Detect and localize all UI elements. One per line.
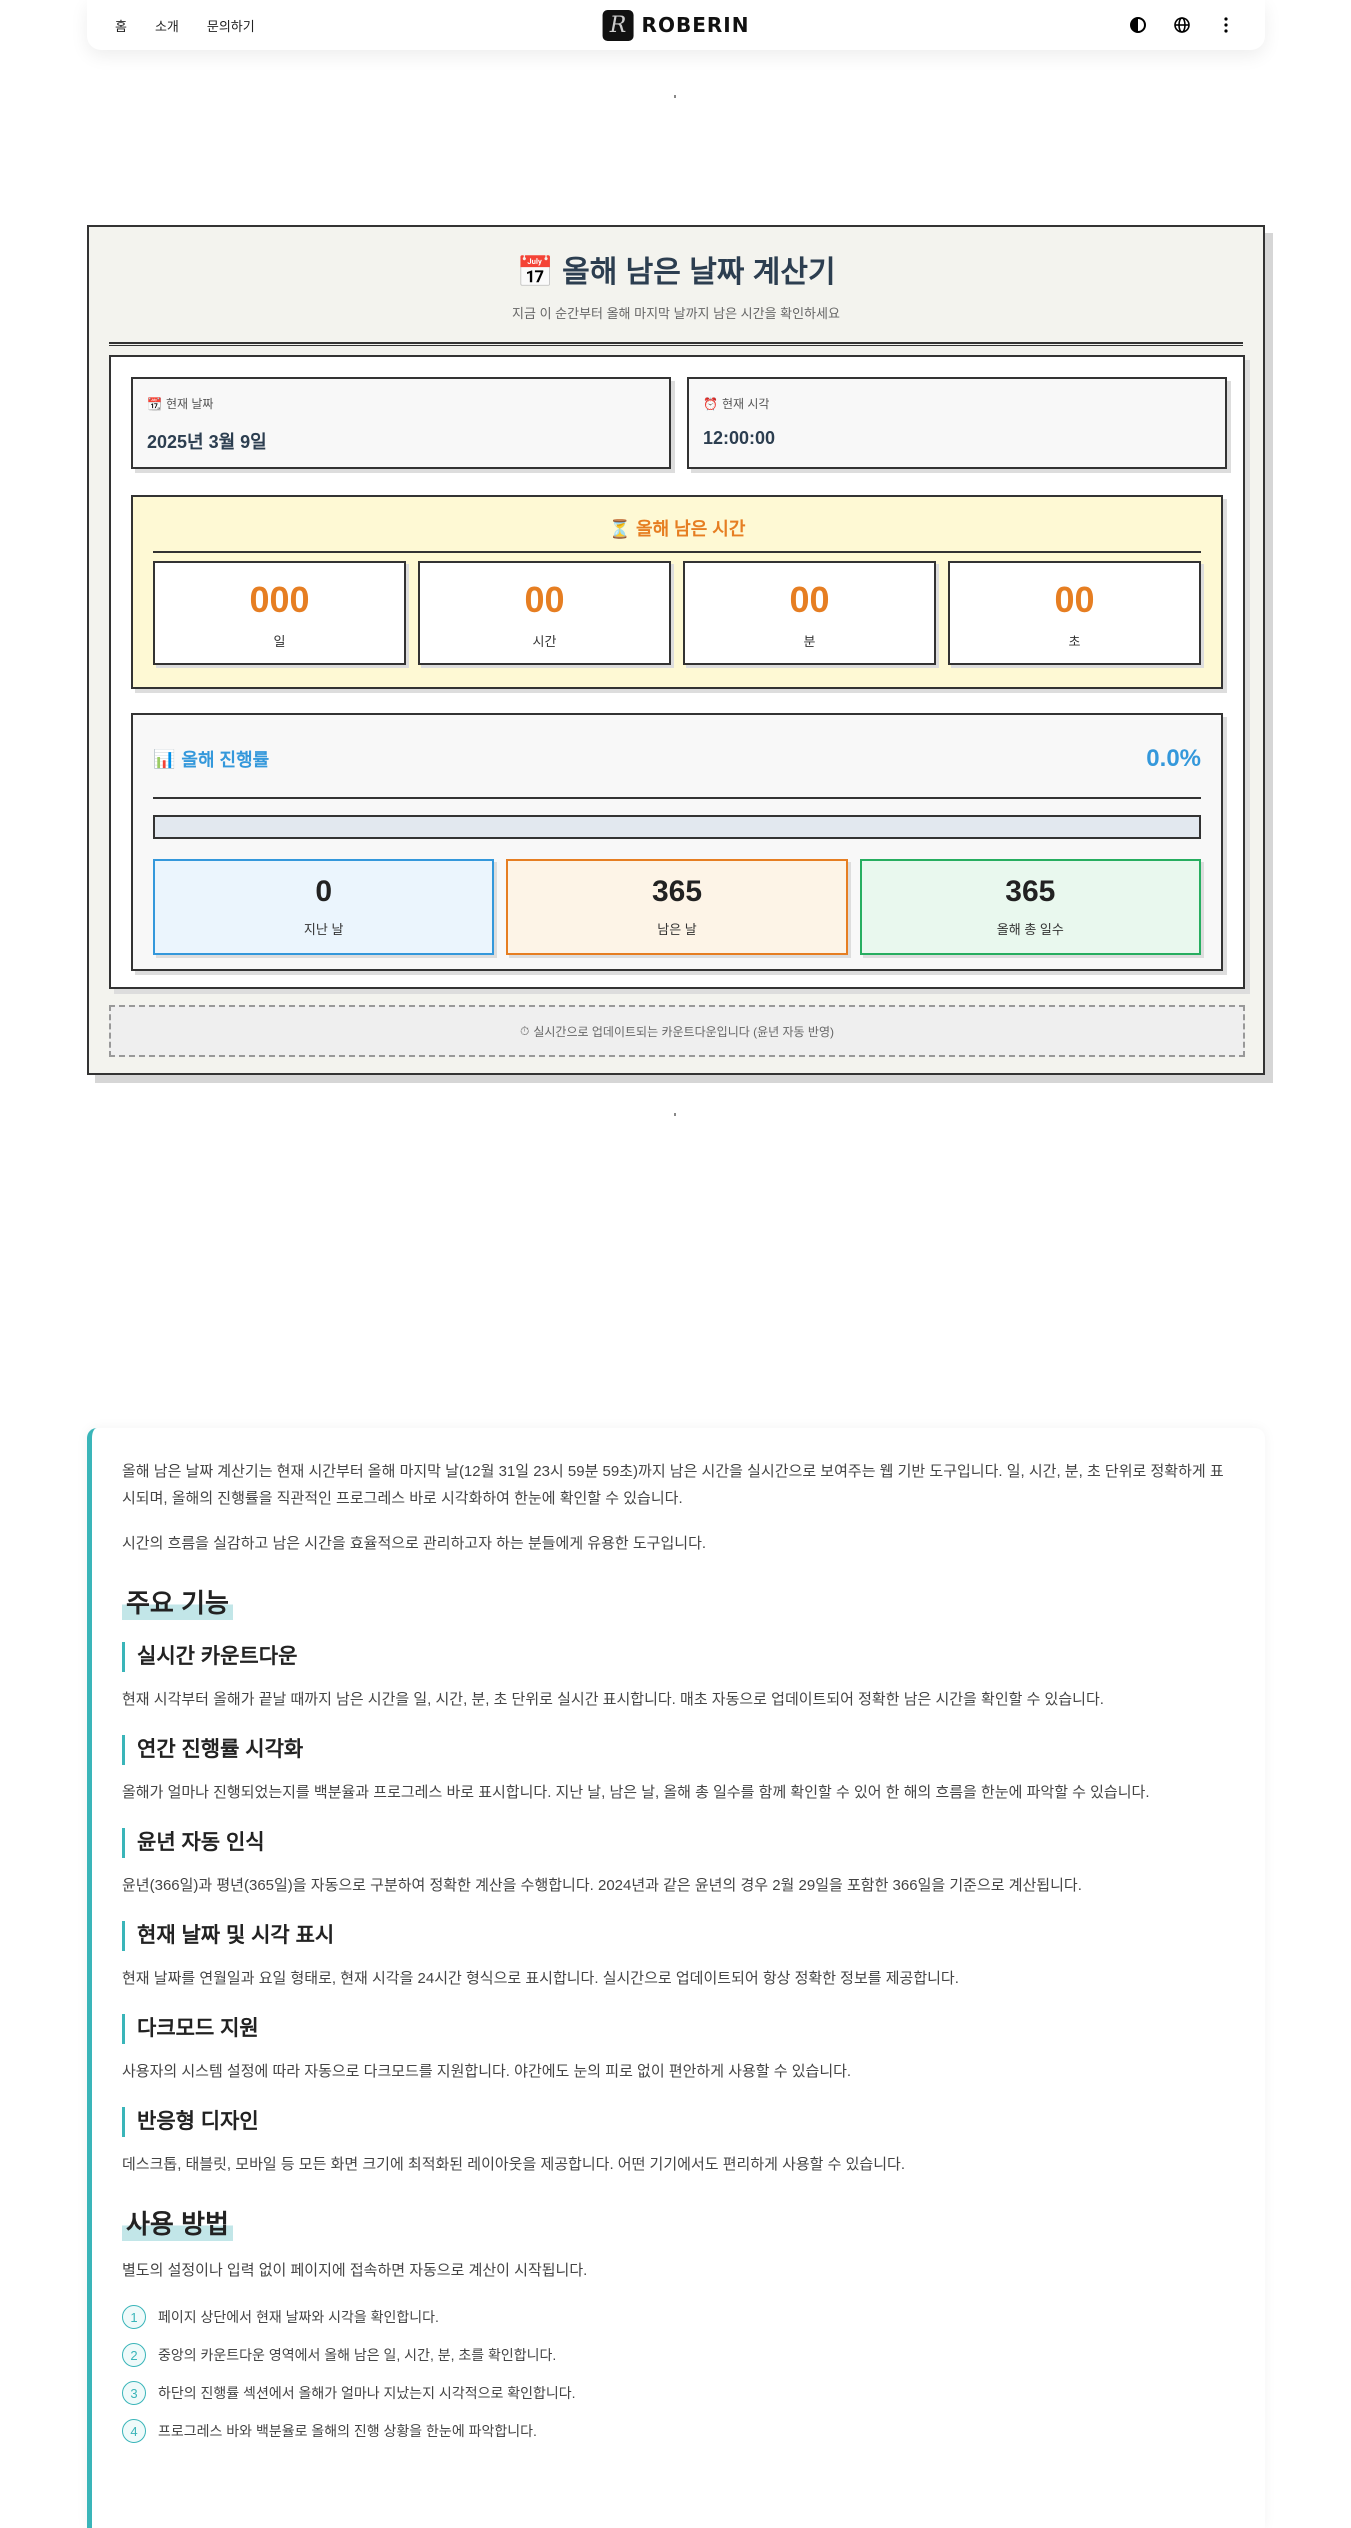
feature-body: 올해가 얼마나 진행되었는지를 백분율과 프로그레스 바로 표시합니다. 지난 … [122,1784,1150,1801]
divider [153,797,1201,799]
calculator-card: 📅 올해 남은 날짜 계산기 지금 이 순간부터 올해 마지막 날까지 남은 시… [87,225,1265,1075]
main-nav: 홈 소개 문의하기 [115,16,255,35]
current-time-value: 12:00:00 [703,428,776,448]
calculator-title: 📅 올해 남은 날짜 계산기 [516,256,836,289]
feature-body: 사용자의 시스템 설정에 따라 자동으로 다크모드를 지원합니다. 야간에도 눈… [122,2063,852,2080]
calculator-panel: 📆 현재 날짜 2025년 3월 9일 ⏰ 현재 시각 12:00:00 ⏳ 올… [109,355,1245,989]
description-article: 올해 남은 날짜 계산기는 현재 시간부터 올해 마지막 날(12월 31일 2… [87,1428,1265,2528]
current-time-box: ⏰ 현재 시각 12:00:00 [687,377,1227,469]
header-actions [1127,14,1237,36]
date-icon: 📆 [147,396,162,411]
progress-percent: 0.0% [1146,745,1201,772]
more-vertical-icon[interactable] [1215,14,1237,36]
stat-days-passed: 0 지난 날 [153,859,495,955]
alarm-clock-icon: ⏰ [703,396,718,411]
remaining-time-section: ⏳ 올해 남은 시간 000 일 00 시간 00 분 00 [131,495,1223,689]
progress-title: 📊 올해 진행률 [153,748,270,771]
theme-toggle-icon[interactable] [1127,14,1149,36]
feature-heading: 현재 날짜 및 시각 표시 [122,1921,1230,1951]
year-progress-section: 📊 올해 진행률 0.0% 0 지난 날 365 남은 날 365 [131,713,1223,971]
features-heading: 주요 기능 [122,1583,233,1620]
feature-heading: 다크모드 지원 [122,2014,1230,2044]
intro-paragraph: 시간의 흐름을 실감하고 남은 시간을 효율적으로 관리하고자 하는 분들에게 … [122,1535,707,1552]
current-date-label: 현재 날짜 [165,397,214,411]
countdown-units: 000 일 00 시간 00 분 00 초 [153,561,1201,665]
site-logo[interactable]: R ROBERIN [602,9,750,41]
intro-paragraph: 올해 남은 날짜 계산기는 현재 시간부터 올해 마지막 날(12월 31일 2… [122,1463,1224,1507]
bar-chart-icon: 📊 [153,748,176,769]
step-number-badge: 3 [122,2381,146,2405]
logo-text: ROBERIN [641,13,750,37]
feature-heading: 반응형 디자인 [122,2107,1230,2137]
stopwatch-icon: ⏱ [519,1023,530,1038]
nav-contact[interactable]: 문의하기 [206,18,255,34]
feature-body: 현재 날짜를 연월일과 요일 형태로, 현재 시각을 24시간 형식으로 표시합… [122,1970,959,1987]
logo-mark-icon: R [602,9,634,41]
current-date-box: 📆 현재 날짜 2025년 3월 9일 [131,377,671,469]
feature-heading: 연간 진행률 시각화 [122,1735,1230,1765]
feature-heading: 윤년 자동 인식 [122,1828,1230,1858]
feature-body: 현재 시각부터 올해가 끝날 때까지 남은 시간을 일, 시간, 분, 초 단위… [122,1691,1104,1708]
globe-icon[interactable] [1171,14,1193,36]
divider [153,551,1201,553]
step-number-badge: 2 [122,2343,146,2367]
feature-body: 윤년(366일)과 평년(365일)을 자동으로 구분하여 정확한 계산을 수행… [122,1877,1082,1894]
nav-home[interactable]: 홈 [115,18,127,34]
calendar-icon: 📅 [516,256,554,289]
countdown-seconds: 00 초 [948,561,1201,665]
nav-about[interactable]: 소개 [154,18,179,34]
step-number-badge: 4 [122,2419,146,2443]
site-header: 홈 소개 문의하기 R ROBERIN [87,0,1265,50]
usage-intro: 별도의 설정이나 입력 없이 페이지에 접속하면 자동으로 계산이 시작됩니다. [122,2262,588,2279]
hourglass-icon: ⏳ [608,519,632,539]
calculator-subtitle: 지금 이 순간부터 올해 마지막 날까지 남은 시간을 확인하세요 [512,306,840,321]
step-number-badge: 1 [122,2305,146,2329]
current-time-label: 현재 시각 [721,397,770,411]
countdown-minutes: 00 분 [683,561,936,665]
divider-mark [674,1113,676,1116]
current-date-value: 2025년 3월 9일 [147,432,267,452]
double-divider [109,342,1243,346]
remaining-title: ⏳ 올해 남은 시간 [608,519,746,539]
divider-mark [674,95,676,98]
feature-body: 데스크톱, 태블릿, 모바일 등 모든 화면 크기에 최적화된 레이아웃을 제공… [122,2156,905,2173]
countdown-days: 000 일 [153,561,406,665]
countdown-hours: 00 시간 [418,561,671,665]
feature-heading: 실시간 카운트다운 [122,1642,1230,1672]
usage-heading: 사용 방법 [122,2204,233,2241]
progress-stats: 0 지난 날 365 남은 날 365 올해 총 일수 [153,859,1201,955]
stat-total-days: 365 올해 총 일수 [859,859,1201,955]
progress-bar [153,815,1201,839]
stat-days-left: 365 남은 날 [506,859,848,955]
realtime-notice: ⏱ 실시간으로 업데이트되는 카운트다운입니다 (윤년 자동 반영) [109,1005,1245,1057]
